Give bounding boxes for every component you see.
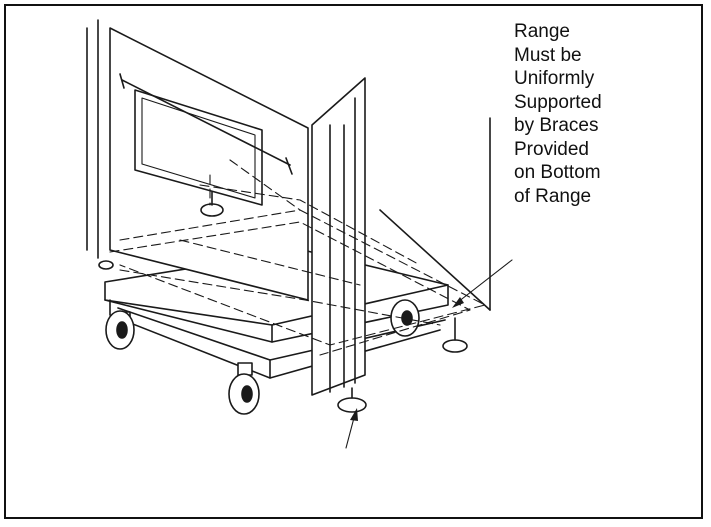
leveling-foot-icon [200, 191, 224, 217]
range-body [86, 19, 491, 396]
callout-line: Provided [514, 138, 589, 160]
caster-wheel-front-left [105, 310, 135, 350]
callout-line: by Braces [514, 115, 599, 136]
callout-line: Range [514, 21, 570, 42]
callout-line: of Range [514, 185, 592, 207]
callout-line: Uniformly [514, 68, 595, 89]
bottom-braces-hidden-lines [109, 159, 486, 356]
leveling-foot-icon [337, 387, 367, 413]
callout-line: Must be [514, 44, 582, 66]
foot-pointer-arrow [345, 408, 358, 449]
callout-text: Range Must be Uniformly Supported by Bra… [514, 20, 654, 208]
callout-line: on Bottom [514, 162, 601, 183]
callout-line: Supported [514, 91, 602, 113]
callout-leader-arrow [452, 259, 513, 308]
caster-wheel-front-right [228, 362, 260, 415]
leveling-foot-icon [98, 260, 114, 270]
leveling-foot-icon [442, 317, 468, 353]
